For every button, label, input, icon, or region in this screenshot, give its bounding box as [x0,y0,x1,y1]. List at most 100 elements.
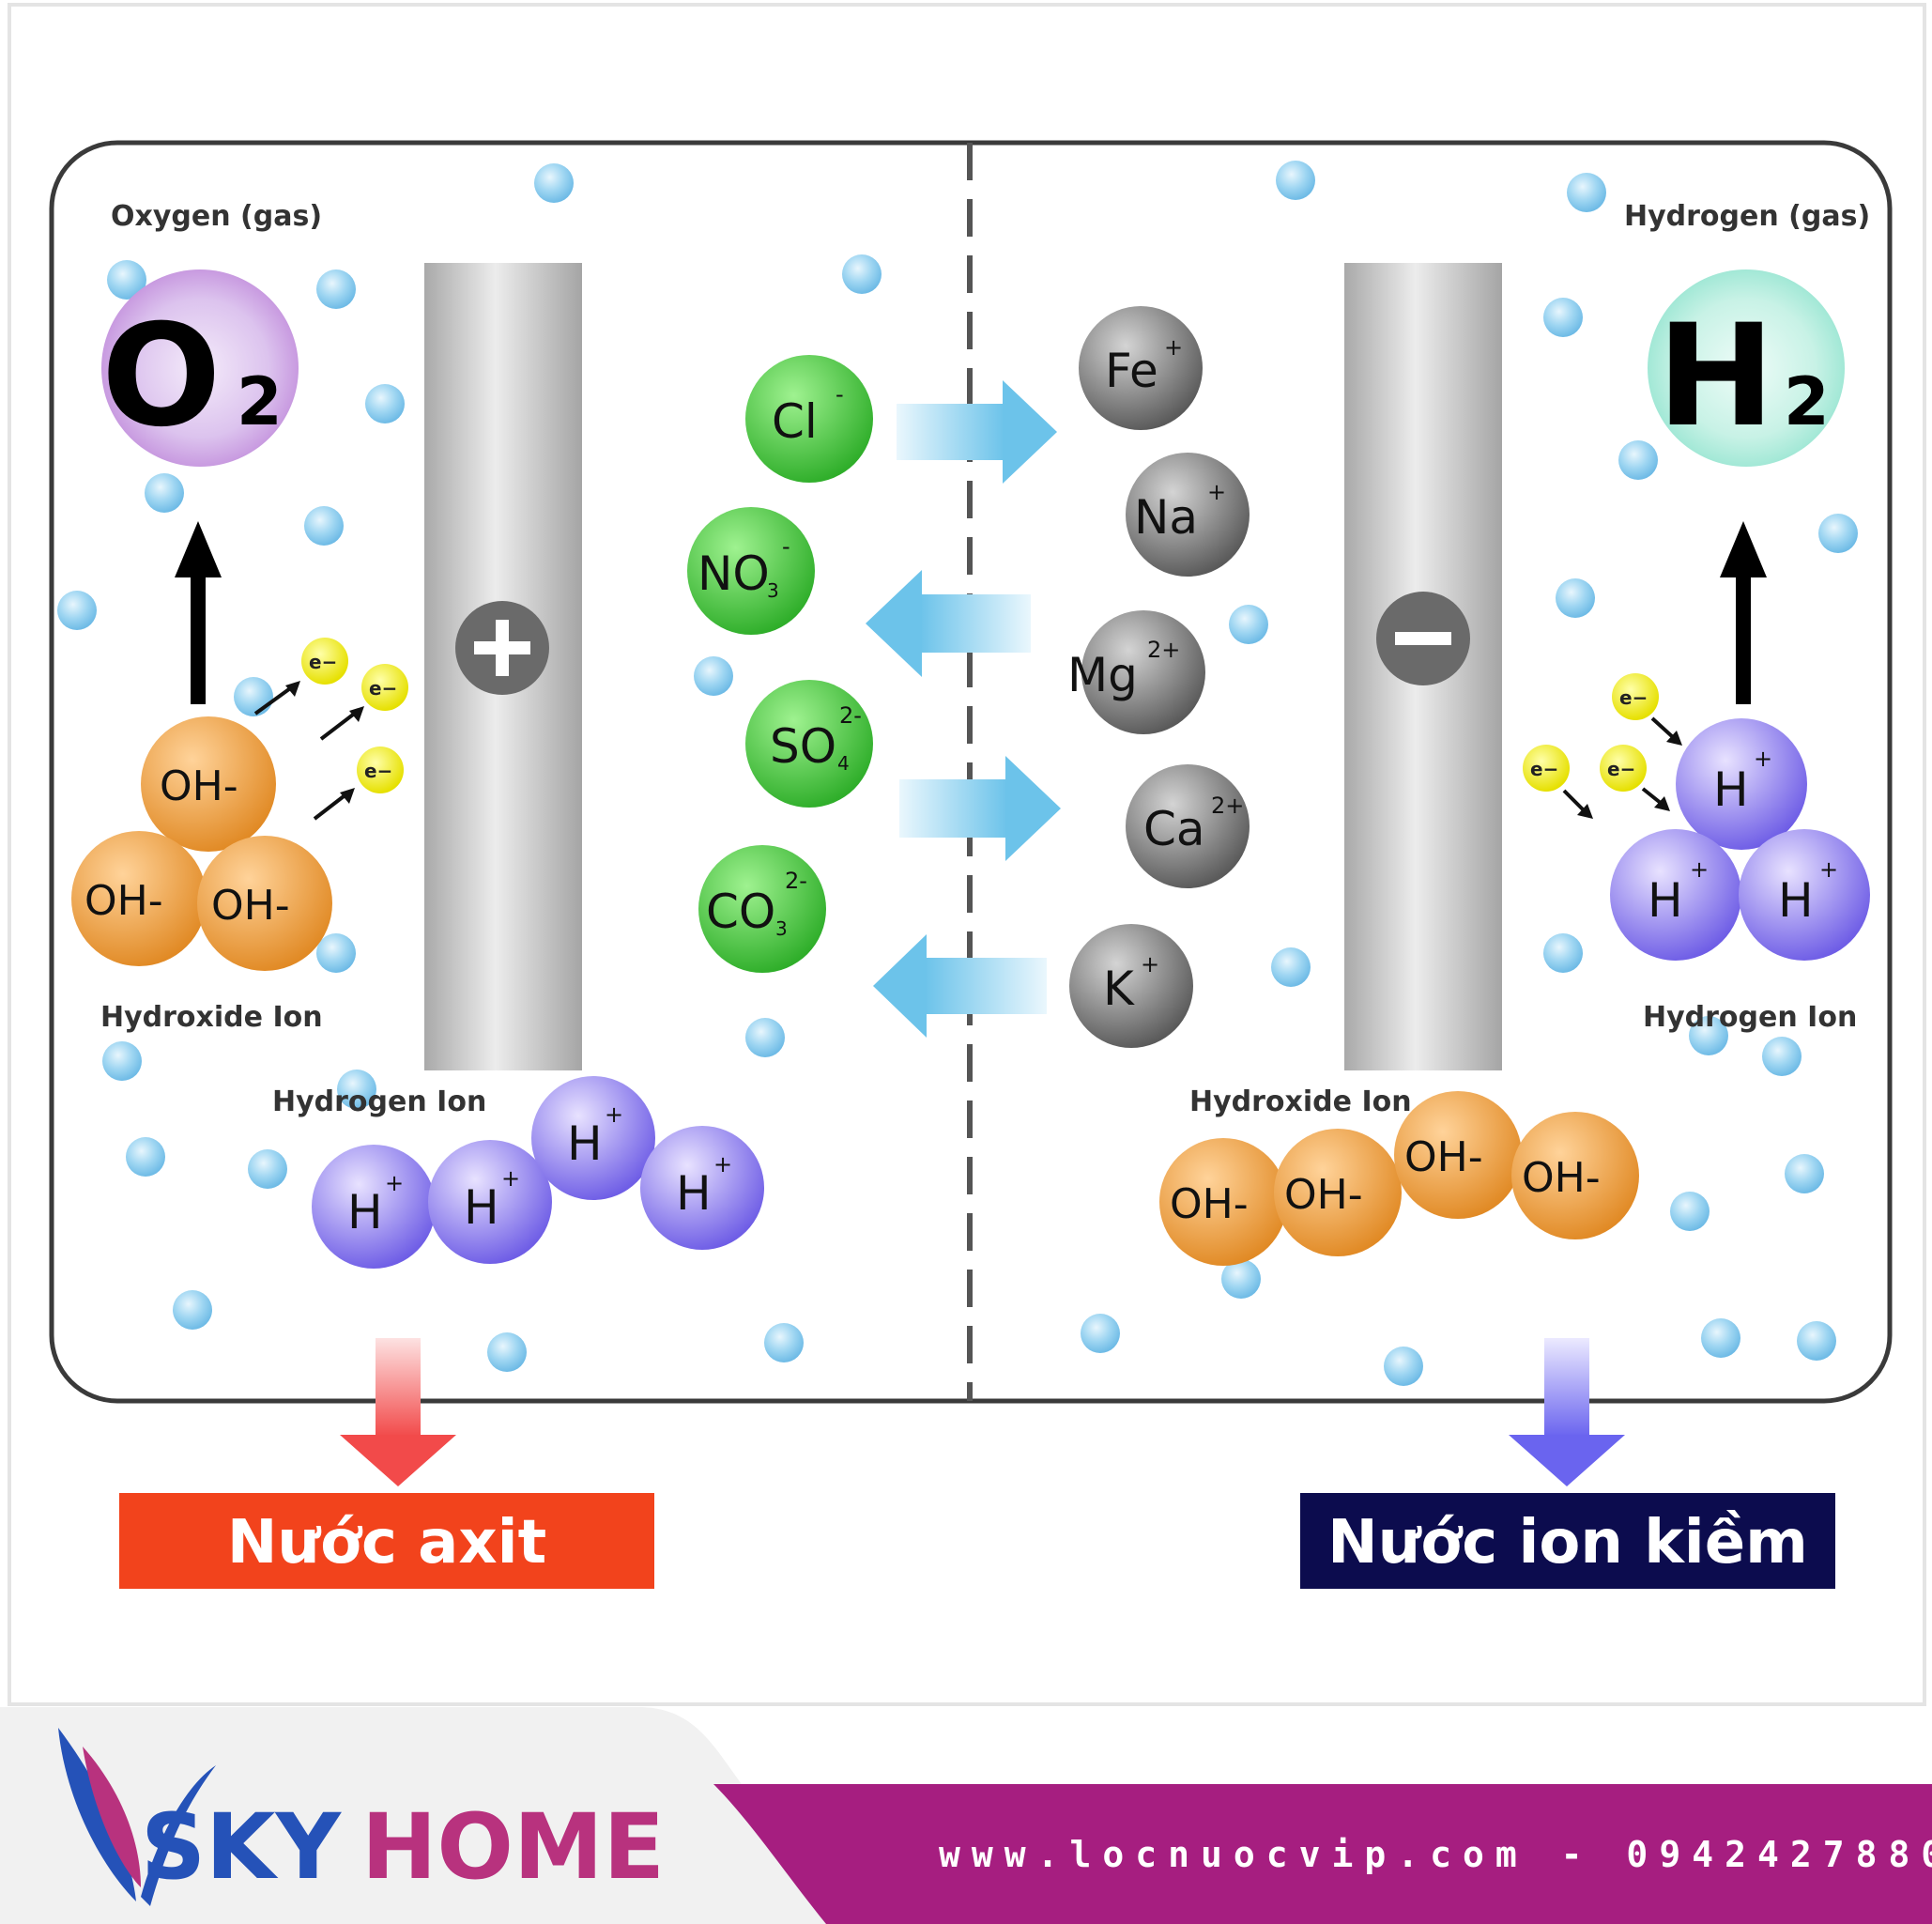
svg-text:OH-: OH- [1404,1133,1483,1181]
svg-text:OH-: OH- [1170,1180,1249,1228]
anion-co3: CO 3 2- [698,845,826,973]
anion-no3: NO 3 - [687,507,815,635]
hydroxide-ion-cluster-left: OH- OH- OH- [71,716,332,971]
arrow-left-1 [866,570,1031,677]
logo-home: HOME [361,1794,665,1900]
water-bubble [1081,1314,1120,1353]
svg-text:e−: e− [369,677,397,700]
water-bubble [842,254,882,294]
svg-text:-: - [836,381,844,408]
svg-text:SO: SO [770,719,836,774]
water-bubble [126,1137,165,1177]
minus-icon [1395,632,1451,645]
water-bubble [248,1149,287,1189]
svg-text:OH-: OH- [1284,1171,1363,1219]
hydrogen-subscript: 2 [1784,363,1830,440]
svg-text:2-: 2- [785,868,807,894]
svg-text:e−: e− [1530,758,1558,780]
cation-fe: Fe + [1079,306,1203,430]
water-bubble [57,591,97,630]
svg-text:4: 4 [837,752,850,775]
oxygen-rise-arrow [175,521,222,704]
skyhome-logo-mark [58,1728,216,1906]
svg-text:Fe: Fe [1105,344,1158,398]
svg-text:CO: CO [706,885,775,939]
oxygen-gas-bubble [101,269,299,467]
water-bubble [534,163,574,203]
svg-text:+: + [385,1170,404,1196]
water-bubble [234,677,273,716]
water-bubble [1670,1192,1710,1231]
svg-text:H: H [567,1116,603,1171]
svg-text:+: + [1819,856,1838,883]
hydrogen-ion-cluster-right: H + H + H + [1610,718,1870,961]
svg-text:2-: 2- [839,702,862,729]
acid-outflow-arrow [340,1338,456,1486]
water-bubble [1818,514,1858,553]
hydrogen-gas-label: Hydrogen (gas) [1624,200,1870,233]
cation-k: K + [1069,924,1193,1048]
water-bubble [1221,1259,1261,1299]
electrons-right: e− e− e− [1523,673,1682,819]
svg-text:NO: NO [698,546,770,601]
water-bubble [1567,173,1606,212]
water-bubble [1229,605,1268,644]
hydroxide-ion-cluster-right: OH- OH- OH- OH- [1159,1091,1639,1266]
water-bubble [1276,161,1315,200]
arrow-left-2 [873,934,1047,1038]
water-bubble [1701,1318,1740,1358]
oxygen-subscript: 2 [237,363,283,440]
water-molecules [57,161,1858,1386]
svg-text:OH-: OH- [211,882,290,930]
electrons-left: e− e− e− [253,638,408,821]
water-bubble [1797,1321,1836,1361]
oxygen-symbol: O [101,295,222,458]
svg-text:H: H [464,1180,499,1235]
hydrogen-ion-label-right: Hydrogen Ion [1643,1001,1857,1034]
water-bubble [1271,947,1311,987]
water-bubble [1689,1016,1728,1055]
hydrogen-ion-cluster-left: H + H + H + H + [312,1076,764,1269]
hydrogen-symbol: H [1657,295,1775,458]
water-bubble [1543,933,1583,973]
svg-text:H: H [1778,873,1814,928]
hydroxide-ion-label-left: Hydroxide Ion [100,1001,323,1034]
svg-text:3: 3 [775,917,788,940]
svg-text:+: + [1754,746,1772,772]
water-bubble [1785,1154,1824,1193]
svg-text:H: H [676,1166,712,1221]
water-bubble [694,656,733,696]
water-bubble [145,473,184,513]
svg-text:e−: e− [1619,686,1648,709]
water-bubble [1556,578,1595,618]
cation-na: Na + [1126,453,1250,577]
svg-text:+: + [1690,856,1709,883]
svg-text:H: H [347,1185,383,1239]
logo-sky: SKY [141,1794,343,1900]
svg-text:OH-: OH- [1522,1154,1601,1202]
svg-text:-: - [782,533,790,560]
svg-text:e−: e− [1607,758,1635,780]
hydrogen-ion-label-left: Hydrogen Ion [272,1085,486,1118]
water-bubble [304,506,344,546]
water-bubble [487,1332,527,1372]
cation-mg: Mg 2+ [1067,610,1205,734]
svg-text:+: + [1164,334,1183,361]
footer-banner: SKY HOME www.locnuocvip.com - 0942427880 [0,1707,1932,1924]
hydrogen-rise-arrow [1720,521,1767,704]
arrow-right-2 [899,756,1061,861]
cation-ca: Ca 2+ [1126,764,1250,888]
plus-icon [474,620,530,676]
svg-text:H: H [1713,762,1749,817]
svg-text:Mg: Mg [1067,648,1138,702]
water-bubble [1384,1347,1423,1386]
svg-text:3: 3 [767,579,779,602]
water-bubble [745,1018,785,1057]
outer-frame [8,3,1926,1706]
svg-text:Na: Na [1134,490,1198,545]
svg-text:Cl: Cl [772,394,818,449]
anion-so4: SO 4 2- [745,680,873,808]
svg-text:+: + [605,1101,623,1128]
oxygen-gas-label: Oxygen (gas) [111,200,322,233]
arrow-right-1 [897,380,1057,484]
